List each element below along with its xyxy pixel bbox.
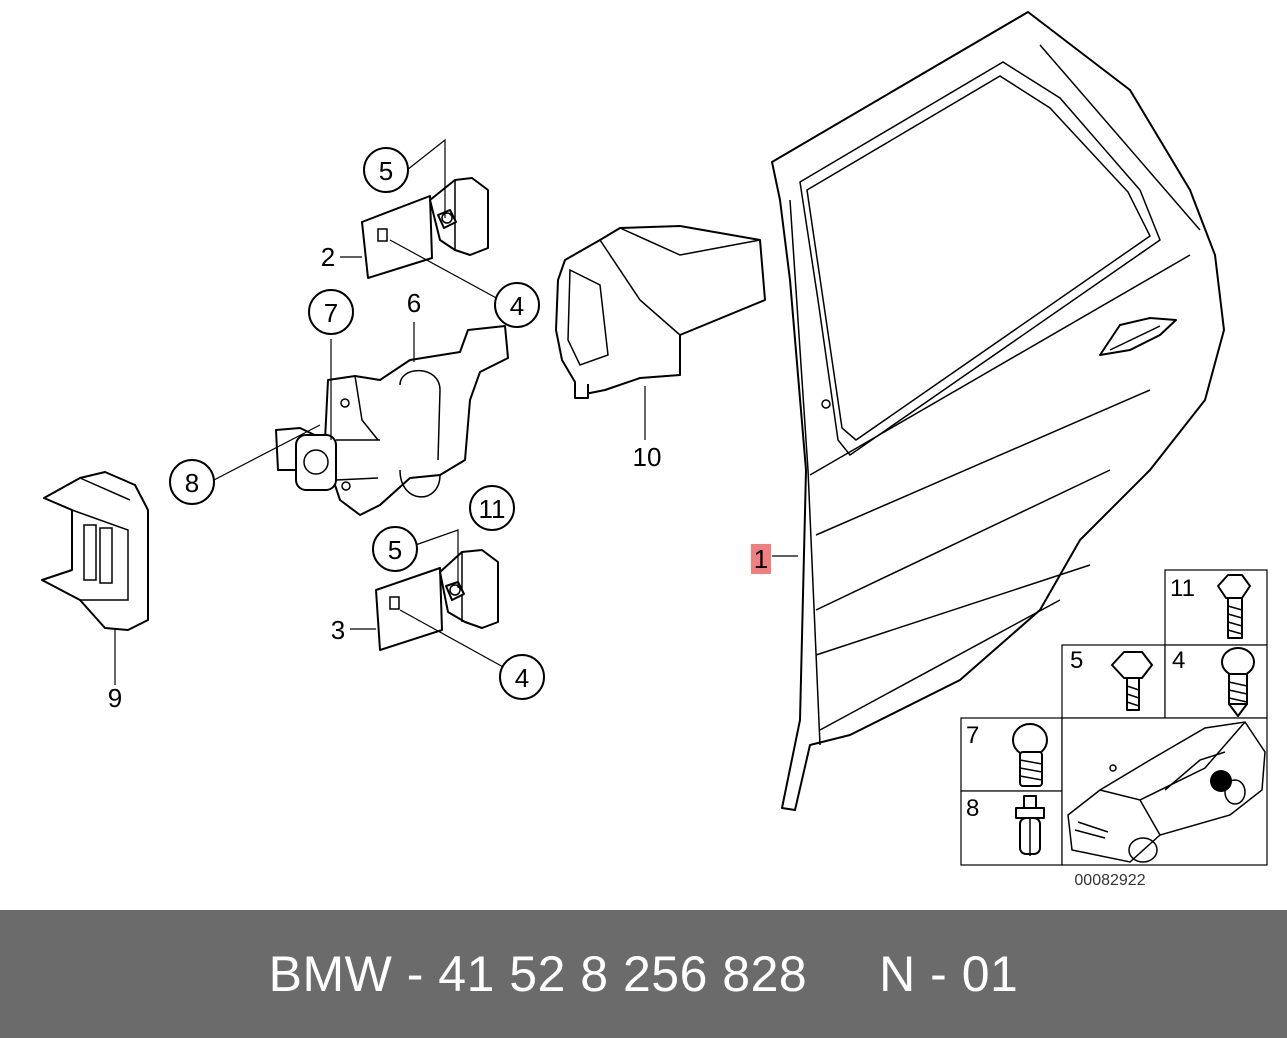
- fastener-legend: 11 5 4 7 8: [960, 569, 1268, 866]
- svg-text:1: 1: [754, 544, 768, 574]
- svg-text:4: 4: [510, 291, 524, 321]
- callout-10: 10: [633, 442, 662, 472]
- door-check-strap: [555, 225, 766, 399]
- hinge-assembly: [275, 325, 509, 516]
- svg-text:11: 11: [479, 494, 506, 524]
- svg-text:4: 4: [515, 663, 529, 693]
- bolt-4-icon: [1221, 647, 1255, 717]
- svg-text:5: 5: [379, 156, 393, 186]
- car-location-icon: [1067, 721, 1266, 863]
- callout-3: 3: [331, 615, 345, 645]
- stop-buffer: [41, 471, 149, 631]
- bolt-5-icon: [1111, 651, 1153, 711]
- legend-label-7: 7: [966, 722, 979, 749]
- callout-4-top: 4: [494, 282, 540, 328]
- parts-diagram: 5 2 4 7 6 8 10 11 5 3 4 9 1 11 5: [41, 11, 1268, 889]
- rear-door: [771, 11, 1225, 811]
- callout-4-bottom: 4: [499, 654, 545, 700]
- callout-6: 6: [407, 288, 421, 318]
- leader-lines: [114, 138, 798, 685]
- legend-label-11: 11: [1170, 575, 1195, 602]
- rivet-8-icon: [1015, 795, 1045, 856]
- legend-label-5: 5: [1070, 647, 1083, 674]
- svg-text:7: 7: [324, 298, 338, 328]
- upper-hinge: [361, 177, 489, 279]
- legend-label-8: 8: [966, 795, 979, 822]
- reference-number: 00082922: [1074, 872, 1145, 889]
- part-number-text: BMW - 41 52 8 256 828 N - 01: [268, 946, 1019, 1002]
- callout-2: 2: [321, 242, 335, 272]
- lower-hinge: [375, 549, 499, 651]
- svg-text:5: 5: [388, 535, 402, 565]
- callout-11: 11: [469, 485, 515, 531]
- callout-5-top: 5: [363, 147, 409, 193]
- footer-bar: BMW - 41 52 8 256 828 N - 01: [0, 910, 1287, 1038]
- callout-5-bottom: 5: [372, 526, 418, 572]
- callout-9: 9: [108, 683, 122, 713]
- callout-1-highlighted: 1: [751, 544, 771, 574]
- bolt-11-icon: [1217, 574, 1251, 639]
- svg-text:8: 8: [185, 468, 199, 498]
- screw-7-icon: [1012, 723, 1048, 787]
- callout-7: 7: [308, 289, 354, 335]
- legend-label-4: 4: [1172, 647, 1185, 674]
- callout-8: 8: [169, 459, 215, 505]
